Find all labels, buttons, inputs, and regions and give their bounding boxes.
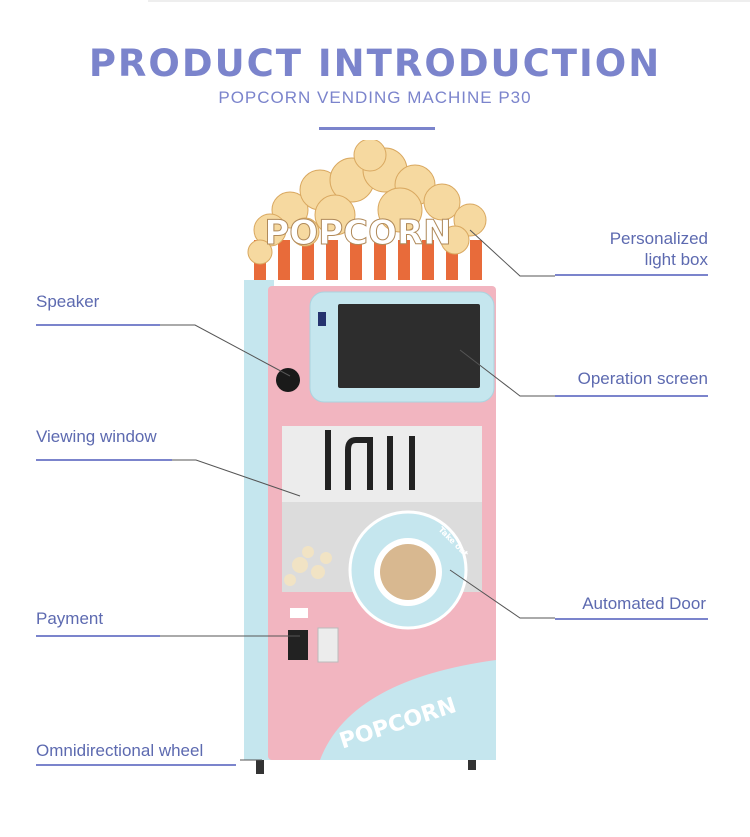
- label-light-box: Personalized light box: [610, 228, 708, 270]
- underline-wheel: [36, 764, 236, 766]
- coin-acceptor: [317, 627, 339, 663]
- underline-automated-door: [555, 618, 708, 620]
- bottom-panel: [320, 660, 496, 760]
- label-viewing-window: Viewing window: [36, 427, 157, 446]
- label-light-box-line2: light box: [644, 250, 708, 269]
- payment-slot-top: [290, 608, 308, 618]
- speaker-grille: [276, 368, 300, 392]
- camera-icon: [318, 312, 326, 326]
- label-payment: Payment: [36, 609, 104, 628]
- label-operation-screen: Operation screen: [577, 369, 708, 388]
- machine-internals: [325, 430, 415, 490]
- light-box: POPCORN: [244, 140, 487, 280]
- label-light-box-line1: Personalized: [609, 229, 708, 248]
- label-wheel: Omnidirectional wheel: [36, 741, 204, 760]
- left-wheel: [256, 760, 264, 774]
- title-underline: [319, 127, 435, 130]
- card-reader: [288, 630, 308, 660]
- popcorn-machine-illustration: POPCORN Take out POPCORN: [244, 140, 496, 774]
- operation-screen: [338, 304, 480, 388]
- page-subtitle: POPCORN VENDING MACHINE P30: [218, 88, 532, 107]
- top-divider: [148, 0, 750, 2]
- page-title: PRODUCT INTRODUCTION: [88, 42, 662, 85]
- right-wheel: [468, 760, 476, 770]
- underline-operation-screen: [555, 395, 708, 397]
- popcorn-cup: [380, 544, 436, 600]
- viewing-window-top: [282, 426, 482, 502]
- underline-viewing-window: [36, 459, 172, 461]
- lightbox-brand-text: POPCORN: [264, 213, 451, 253]
- underline-payment: [36, 635, 160, 637]
- underline-light-box: [555, 274, 708, 276]
- underline-speaker: [36, 324, 160, 326]
- label-speaker: Speaker: [36, 292, 100, 311]
- label-automated-door: Automated Door: [582, 594, 706, 613]
